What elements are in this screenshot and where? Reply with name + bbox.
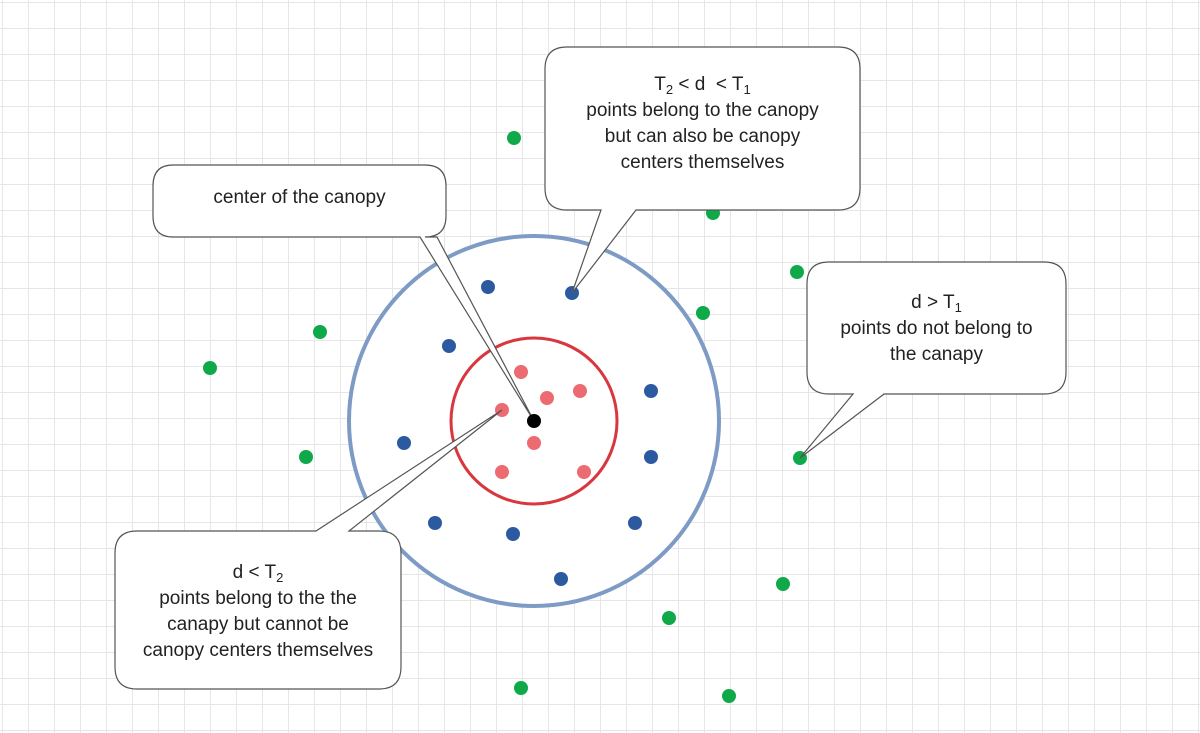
- between-condition: T2 < d < T1: [654, 74, 751, 97]
- callout-between-text: T2 < d < T1 points belong to the canopy …: [545, 72, 860, 176]
- between-t2-t1-points: [397, 280, 658, 586]
- callout-center-text: center of the canopy: [153, 185, 446, 211]
- between-point: [628, 516, 642, 530]
- inside-t2-point: [573, 384, 587, 398]
- outside-point: [662, 611, 676, 625]
- inside-t2-point: [577, 465, 591, 479]
- inside-t2-point: [495, 465, 509, 479]
- callout-center-bubble: [152, 164, 535, 422]
- outside-line-3: the canapy: [890, 344, 983, 365]
- inside-line-3: canapy but cannot be: [167, 614, 349, 635]
- callout-outside-text: d > T1 points do not belong to the canap…: [807, 290, 1066, 368]
- outside-point: [299, 450, 313, 464]
- inside-t2-point: [514, 365, 528, 379]
- between-line-2: points belong to the canopy: [586, 100, 819, 121]
- between-point: [554, 572, 568, 586]
- inside-condition: d < T2: [232, 562, 284, 585]
- callout-inside-bubble: [114, 409, 503, 690]
- center-label: center of the canopy: [213, 187, 386, 208]
- outside-point: [203, 361, 217, 375]
- callout-inside-text: d < T2 points belong to the the canapy b…: [115, 560, 401, 664]
- inside-t2-point: [527, 436, 541, 450]
- outside-point: [313, 325, 327, 339]
- between-point: [644, 450, 658, 464]
- inside-t2-point: [540, 391, 554, 405]
- between-point: [506, 527, 520, 541]
- inside-line-2: points belong to the the: [159, 588, 357, 609]
- between-point: [481, 280, 495, 294]
- between-point: [442, 339, 456, 353]
- outside-point: [776, 577, 790, 591]
- outside-t1-points: [203, 131, 807, 703]
- outside-point: [696, 306, 710, 320]
- outside-line-2: points do not belong to: [840, 318, 1033, 339]
- between-line-4: centers themselves: [620, 152, 785, 173]
- inside-line-4: canopy centers themselves: [142, 640, 374, 661]
- outside-point: [722, 689, 736, 703]
- callout-between-bubble: [544, 46, 861, 294]
- outside-point: [514, 681, 528, 695]
- callout-outside-bubble: [799, 261, 1067, 459]
- outside-point: [507, 131, 521, 145]
- inside-t2-points: [495, 365, 591, 479]
- between-line-3: but can also be canopy: [604, 126, 801, 147]
- canopy-center-point: [527, 414, 541, 428]
- inner-t2-circle: [449, 336, 619, 506]
- between-point: [428, 516, 442, 530]
- between-point: [644, 384, 658, 398]
- outside-point: [790, 265, 804, 279]
- outside-condition: d > T1: [911, 292, 962, 315]
- between-point: [397, 436, 411, 450]
